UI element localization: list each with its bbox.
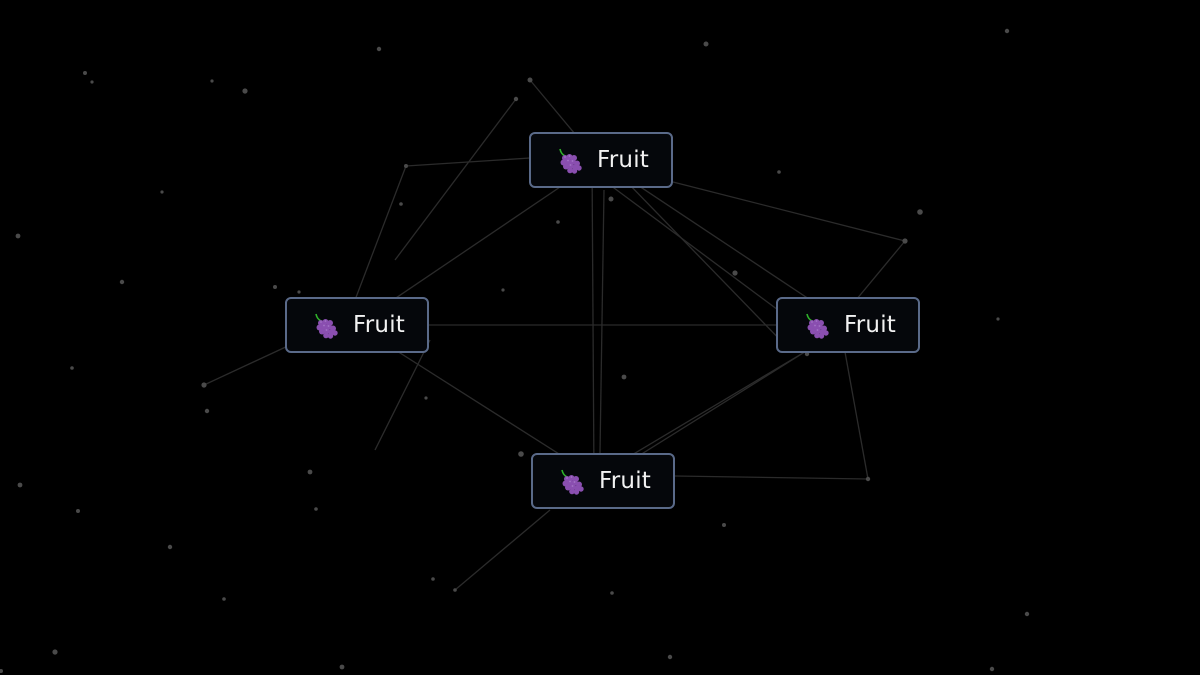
element-label: Fruit	[599, 468, 651, 494]
grapes-icon	[806, 313, 829, 339]
element-label: Fruit	[353, 312, 405, 338]
element-label: Fruit	[597, 147, 649, 173]
grapes-icon	[315, 313, 338, 339]
grapes-icon	[561, 469, 584, 495]
element-label: Fruit	[844, 312, 896, 338]
element-card-fruit[interactable]: Fruit	[285, 297, 429, 353]
grapes-icon	[559, 148, 582, 174]
element-card-fruit[interactable]: Fruit	[529, 132, 673, 188]
element-card-fruit[interactable]: Fruit	[776, 297, 920, 353]
element-card-fruit[interactable]: Fruit	[531, 453, 675, 509]
